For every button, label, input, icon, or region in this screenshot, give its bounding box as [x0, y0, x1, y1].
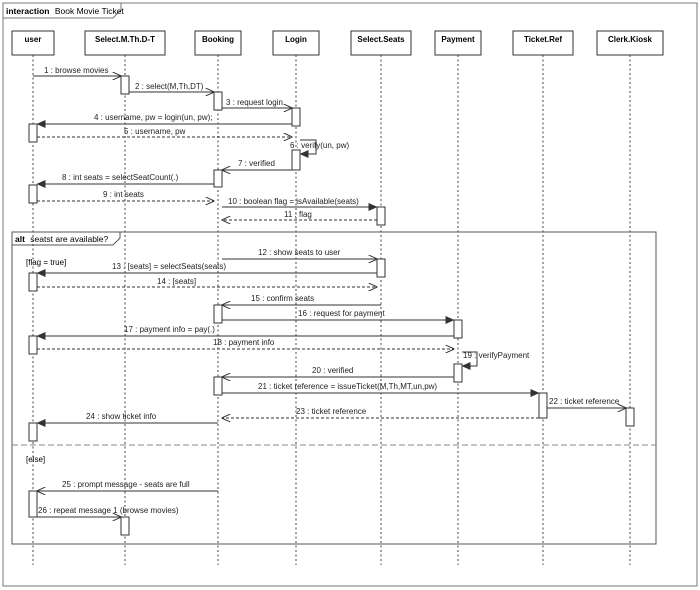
message-19-label: 19 : verifyPayment — [463, 351, 530, 360]
lifeline-head-select-seats: Select.Seats — [350, 30, 412, 56]
lifeline-head-ticket-ref: Ticket.Ref — [512, 30, 574, 56]
message-24-label: 24 : show ticket info — [86, 412, 157, 421]
lifeline-label: Ticket.Ref — [524, 35, 562, 44]
interaction-name: Book Movie Ticket — [55, 6, 125, 16]
lifeline-head-user: user — [11, 30, 55, 56]
guard-flag-true: [flag = true] — [26, 258, 66, 267]
message-11-label: 11 : flag — [284, 210, 312, 219]
message-6-arrow — [299, 139, 317, 158]
message-20-label: 20 : verified — [312, 366, 353, 375]
message-4-label: 4 : username, pw = login(un, pw); — [94, 113, 213, 122]
activation-bar — [625, 407, 635, 427]
message-7-label: 7 : verified — [238, 159, 275, 168]
message-5-label: 5 : username, pw — [124, 127, 186, 136]
lifeline-label: Payment — [441, 35, 475, 44]
lifeline-label: Clerk.Kiosk — [608, 35, 653, 44]
message-9-label: 9 : int seats — [103, 190, 144, 199]
message-14-label: 14 : [seats] — [157, 277, 196, 286]
lifeline-head-select-m-th-d-t: Select.M.Th.D-T — [84, 30, 166, 56]
lifeline-label: Select.Seats — [357, 35, 405, 44]
activation-bar — [538, 392, 548, 419]
lifeline-label: Select.M.Th.D-T — [95, 35, 155, 44]
activation-bar — [28, 490, 38, 518]
interaction-frame-tab — [3, 3, 122, 19]
activation-bar — [213, 304, 223, 324]
message-16-label: 16 : request for payment — [298, 309, 385, 318]
activation-bar — [28, 184, 38, 204]
message-18-label: 18 : payment info — [213, 338, 275, 347]
message-22-label: 22 : ticket reference — [549, 397, 620, 406]
activation-bar — [28, 123, 38, 143]
alt-keyword: alt — [15, 234, 25, 244]
activation-bar — [120, 75, 130, 95]
activation-bar — [28, 272, 38, 292]
lifeline-head-payment: Payment — [434, 30, 482, 56]
activation-bar — [28, 422, 38, 442]
activation-bar — [28, 335, 38, 355]
lifeline-label: Login — [285, 35, 307, 44]
lifeline-head-clerk-kiosk: Clerk.Kiosk — [596, 30, 664, 56]
message-21-label: 21 : ticket reference = issueTicket(M,Th… — [258, 382, 437, 391]
message-25-label: 25 : prompt message - seats are full — [62, 480, 190, 489]
alt-condition: seatst are available? — [30, 234, 108, 244]
alt-fragment-tab — [12, 232, 121, 246]
alt-fragment-label: alt seatst are available? — [15, 234, 109, 244]
activation-bar — [453, 319, 463, 339]
activation-bar — [213, 91, 223, 111]
message-26-label: 26 : repeat message 1 (browse movies) — [38, 506, 179, 515]
activation-bar — [453, 363, 463, 383]
activation-bar — [291, 149, 301, 171]
message-12-label: 12 : show seats to user — [258, 248, 341, 257]
activation-bar — [213, 376, 223, 396]
message-15-label: 15 : confirm seats — [251, 294, 314, 303]
activation-bar — [291, 107, 301, 127]
activation-bar — [376, 206, 386, 226]
activation-bar — [213, 169, 223, 188]
alt-fragment — [11, 231, 657, 545]
interaction-keyword: interaction — [6, 6, 49, 16]
message-6-label: 6 : verify(un, pw) — [290, 141, 349, 150]
guard-else: [else] — [26, 455, 45, 464]
message-3-label: 3 : request login — [226, 98, 283, 107]
interaction-frame-label: interaction Book Movie Ticket — [6, 6, 124, 16]
message-2-label: 2 : select(M,Th,DT) — [135, 82, 204, 91]
message-1-label: 1 : browse movies — [44, 66, 108, 75]
message-19-arrow — [461, 351, 478, 370]
lifeline-label: user — [25, 35, 42, 44]
message-23-label: 23 : ticket reference — [296, 407, 367, 416]
activation-bar — [376, 258, 386, 278]
message-10-label: 10 : boolean flag = isAvailable(seats) — [228, 197, 359, 206]
lifeline-head-login: Login — [272, 30, 320, 56]
message-8-label: 8 : int seats = selectSeatCount(.) — [62, 173, 179, 182]
lifeline-head-booking: Booking — [194, 30, 242, 56]
activation-bar — [120, 516, 130, 536]
message-13-label: 13 : [seats] = selectSeats(seats) — [112, 262, 226, 271]
message-17-label: 17 : payment info = pay(.) — [124, 325, 215, 334]
lifeline-label: Booking — [202, 35, 234, 44]
